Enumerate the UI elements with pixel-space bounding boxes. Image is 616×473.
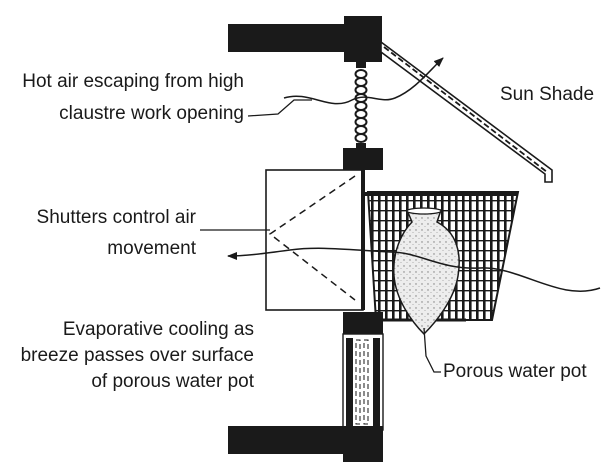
label-sun-shade: Sun Shade xyxy=(500,84,595,105)
mid-lintel xyxy=(343,148,383,170)
label-hot-air-line2: claustre work opening xyxy=(59,103,244,124)
label-hot-air-line1: Hot air escaping from high xyxy=(22,71,244,92)
claustre-work-opening xyxy=(354,62,368,150)
label-evap-line2: breeze passes over surface xyxy=(20,345,254,366)
label-evap-line1: Evaporative cooling as xyxy=(62,319,254,340)
leader-hot-air xyxy=(247,99,312,117)
shutters xyxy=(265,169,365,311)
leader-porous-pot xyxy=(423,327,441,373)
label-evap-line3: of porous water pot xyxy=(91,371,254,392)
top-wall xyxy=(228,16,382,62)
lower-wall xyxy=(228,312,384,462)
label-shutters-line2: movement xyxy=(107,238,196,259)
sun-shade xyxy=(380,40,553,183)
breeze-flow-arrow xyxy=(227,247,601,292)
label-porous-pot: Porous water pot xyxy=(443,361,587,382)
label-shutters-line1: Shutters control air xyxy=(36,207,196,228)
hot-air-flow-arrow xyxy=(283,57,444,105)
